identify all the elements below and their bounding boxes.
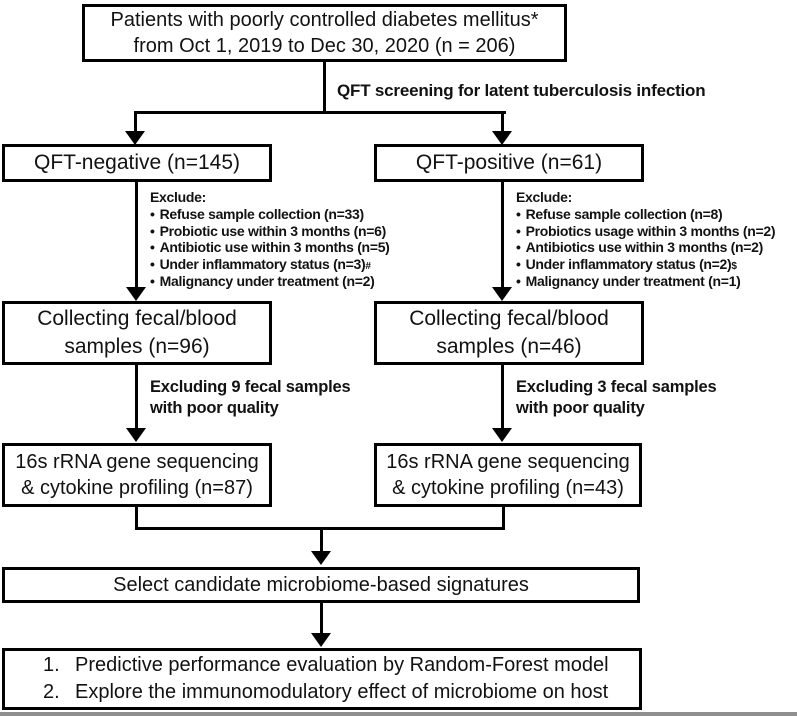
exclude-left-item: •Antibiotic use within 3 months (n=5) [150,239,390,256]
bullet-icon: • [516,205,521,222]
right-seq-arrow-head-icon [492,428,512,442]
bullet-icon: • [150,222,155,239]
exclude-left-item: •Under inflammatory status (n=3)# [150,256,371,273]
exclude-left-item: •Probiotic use within 3 months (n=6) [150,222,386,239]
select-signatures-box: Select candidate microbiome-based signat… [2,567,640,603]
collect-right-line2: samples (n=46) [436,335,582,358]
left-seq-arrow-head-icon [126,428,146,442]
stem-line [323,62,326,113]
scan-edge-bar [0,712,797,716]
bullet-icon: • [516,222,521,239]
exclude-left-item: •Malignancy under treatment (n=2) [150,272,375,289]
left-seq-arrow-shaft [135,365,138,429]
right-col-arrow-head-icon [492,287,512,301]
exclude-right-item: •Malignancy under treatment (n=1) [516,272,741,289]
seq-right-line1: 16s rRNA gene sequencing [386,451,630,473]
exclude-right-item: •Under inflammatory status (n=2)$ [516,256,737,273]
qft-negative-label: QFT-negative (n=145) [33,151,241,174]
arrow-left-shaft [134,111,137,132]
exclude-left-title: Exclude: [150,189,206,205]
bullet-icon: • [150,239,155,256]
select-signatures-label: Select candidate microbiome-based signat… [113,574,529,596]
final-item-text: Explore the immunomodulatory effect of m… [75,681,609,703]
merge-arrow-shaft [320,530,323,552]
patients-box: Patients with poorly controlled diabetes… [82,4,567,62]
exclude-right-item: •Antibiotics use within 3 months (n=2) [516,239,764,256]
exclude-left-item: •Refuse sample collection (n=33) [150,205,364,222]
branch-line [134,111,506,114]
screening-label: QFT screening for latent tuberculosis in… [337,81,706,100]
excluding-label-left: Excluding 9 fecal samples with poor qual… [150,378,351,417]
final-arrow-head-icon [311,633,331,647]
arrow-right-shaft [501,111,504,132]
final-item-number: 2. [43,681,60,703]
final-item-number: 1. [43,654,60,676]
merge-left-drop [135,507,138,530]
exclude-right-item: •Refuse sample collection (n=8) [516,205,723,222]
arrow-right-head-icon [492,131,512,145]
final-item: 1. Predictive performance evaluation by … [43,652,639,679]
bullet-icon: • [516,239,521,256]
patients-box-line2: from Oct 1, 2019 to Dec 30, 2020 (n = 20… [133,35,516,57]
exclude-right-title: Exclude: [516,189,572,205]
bullet-icon: • [150,256,155,273]
exclude-list-left: Exclude: •Refuse sample collection (n=33… [150,189,390,290]
final-item-text: Predictive performance evaluation by Ran… [75,654,609,676]
collect-left-line2: samples (n=96) [64,335,210,358]
merge-right-drop [502,507,505,530]
qft-negative-box: QFT-negative (n=145) [2,144,272,182]
seq-left-line1: 16s rRNA gene sequencing [15,451,259,473]
final-box: 1. Predictive performance evaluation by … [2,648,642,710]
exclude-list-right: Exclude: •Refuse sample collection (n=8)… [516,189,775,290]
seq-right-line2: & cytokine profiling (n=43) [392,477,624,499]
seq-left-box: 16s rRNA gene sequencing & cytokine prof… [2,443,272,507]
seq-left-line2: & cytokine profiling (n=87) [21,477,253,499]
bullet-icon: • [516,272,521,289]
patients-box-line1: Patients with poorly controlled diabetes… [110,9,539,31]
right-col-arrow-shaft [501,182,504,288]
exclude-right-item: •Probiotics usage within 3 months (n=2) [516,222,776,239]
merge-hline [135,527,505,530]
collect-right-line1: Collecting fecal/blood [409,307,609,330]
collect-left-line1: Collecting fecal/blood [37,307,237,330]
collect-left-box: Collecting fecal/blood samples (n=96) [2,301,272,365]
left-col-arrow-shaft [135,182,138,288]
bullet-icon: • [516,256,521,273]
qft-positive-label: QFT-positive (n=61) [415,151,603,174]
left-col-arrow-head-icon [126,287,146,301]
final-item: 2. Explore the immunomodulatory effect o… [43,679,639,706]
bullet-icon: • [150,272,155,289]
bullet-icon: • [150,205,155,222]
seq-right-box: 16s rRNA gene sequencing & cytokine prof… [374,443,642,507]
excluding-label-right: Excluding 3 fecal samples with poor qual… [516,378,717,417]
final-arrow-shaft [320,603,323,634]
qft-positive-box: QFT-positive (n=61) [374,144,644,182]
arrow-left-head-icon [125,131,145,145]
merge-arrow-head-icon [311,551,331,565]
collect-right-box: Collecting fecal/blood samples (n=46) [374,301,644,365]
right-seq-arrow-shaft [501,365,504,429]
